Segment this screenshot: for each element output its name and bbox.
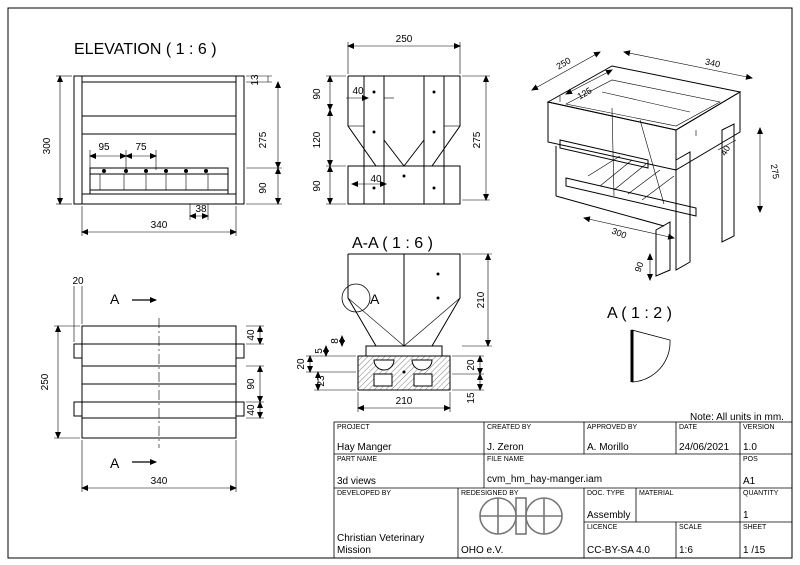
approved-label: APPROVED BY bbox=[587, 424, 638, 431]
dim-sec-15: 15 bbox=[466, 392, 477, 404]
version-value: 1.0 bbox=[743, 442, 757, 453]
filename-value: cvm_hm_hay-manger.iam bbox=[487, 474, 603, 485]
detail-marker: A bbox=[370, 291, 380, 307]
dim-elev-height: 300 bbox=[42, 137, 53, 154]
section-marker-bottom: A bbox=[110, 455, 120, 471]
dim-elev-right: 275 bbox=[258, 131, 269, 148]
dim-elev-top: 13 bbox=[250, 74, 261, 86]
elevation-view bbox=[73, 75, 245, 205]
dim-side-40-low: 40 bbox=[370, 174, 382, 185]
project-label: PROJECT bbox=[337, 424, 370, 431]
detail-title: A ( 1 : 2 ) bbox=[607, 305, 672, 322]
dim-plan-250: 250 bbox=[40, 373, 51, 390]
dim-sec-210-bottom: 210 bbox=[396, 396, 413, 407]
isometric-dimension-text: 250 340 125 40 275 300 90 bbox=[554, 55, 781, 273]
dim-elev-95: 95 bbox=[98, 142, 110, 153]
dim-elev-bottom: 90 bbox=[258, 182, 269, 194]
quantity-value: 1 bbox=[743, 510, 749, 521]
dim-iso-300: 300 bbox=[610, 226, 628, 241]
dim-side-275: 275 bbox=[472, 131, 483, 148]
licence-label: LICENCE bbox=[587, 524, 618, 531]
dim-plan-20: 20 bbox=[72, 276, 84, 287]
partname-label: PART NAME bbox=[337, 456, 378, 463]
dim-sec-8: 8 bbox=[330, 338, 341, 344]
scale-label: SCALE bbox=[679, 524, 702, 531]
section-dimensions bbox=[306, 253, 492, 412]
detail-view bbox=[630, 329, 671, 383]
developed-value: Christian Veterinary Mission bbox=[337, 533, 425, 556]
dim-iso-340: 340 bbox=[704, 57, 721, 70]
material-label: MATERIAL bbox=[639, 490, 674, 497]
redesign-logo bbox=[479, 497, 563, 535]
dim-iso-275: 275 bbox=[769, 163, 781, 180]
dim-plan-90: 90 bbox=[246, 378, 257, 390]
doctype-label: DOC. TYPE bbox=[587, 490, 625, 497]
pos-label: POS bbox=[743, 456, 758, 463]
sheet-value: 1 /15 bbox=[743, 545, 766, 556]
project-value: Hay Manger bbox=[337, 442, 392, 453]
dim-elev-75: 75 bbox=[135, 142, 147, 153]
dim-iso-40: 40 bbox=[719, 144, 733, 158]
isometric-view bbox=[546, 65, 742, 277]
plan-dimensions bbox=[54, 286, 264, 492]
isometric-dimensions bbox=[531, 50, 763, 281]
side-dimension-text: 250 40 90 120 90 40 275 bbox=[312, 34, 483, 192]
dim-sec-210-right: 210 bbox=[476, 291, 487, 308]
side-view bbox=[347, 75, 461, 205]
pos-value: A1 bbox=[743, 476, 756, 487]
dim-side-width: 250 bbox=[396, 34, 413, 45]
date-label: DATE bbox=[679, 424, 698, 431]
plan-view bbox=[73, 318, 245, 448]
section-view bbox=[341, 253, 461, 391]
sheet-label: SHEET bbox=[743, 524, 767, 531]
dim-side-40-top: 40 bbox=[352, 86, 364, 97]
dim-plan-40b: 40 bbox=[246, 404, 257, 416]
redesigned-label: REDESIGNED BY bbox=[461, 490, 519, 497]
dim-elev-width: 340 bbox=[151, 220, 168, 231]
date-value: 24/06/2021 bbox=[679, 442, 730, 453]
created-value: J. Zeron bbox=[487, 442, 524, 453]
created-label: CREATED BY bbox=[487, 424, 532, 431]
filename-label: FILE NAME bbox=[487, 456, 524, 463]
version-label: VERSION bbox=[743, 424, 775, 431]
elevation-dimension-text: ELEVATION ( 1 : 6 ) 300 340 13 275 90 95… bbox=[42, 41, 269, 231]
quantity-label: QUANTITY bbox=[743, 490, 779, 497]
licence-value: CC-BY-SA 4.0 bbox=[587, 545, 650, 556]
dim-elev-38: 38 bbox=[195, 204, 207, 215]
section-marker-top: A bbox=[110, 291, 120, 307]
units-note: Note: All units in mm. bbox=[690, 412, 784, 423]
title-block bbox=[333, 421, 793, 559]
doctype-value: Assembly bbox=[587, 510, 631, 521]
sheet-border bbox=[7, 7, 793, 559]
dim-plan-40a: 40 bbox=[246, 329, 257, 341]
dim-plan-340: 340 bbox=[151, 476, 168, 487]
dim-sec-5: 5 bbox=[314, 348, 325, 354]
elevation-dimensions bbox=[56, 75, 282, 236]
dim-sec-23: 23 bbox=[316, 375, 327, 387]
section-title: A-A ( 1 : 6 ) bbox=[352, 235, 433, 252]
dim-sec-20-left: 20 bbox=[296, 358, 307, 370]
scale-value: 1:6 bbox=[679, 545, 693, 556]
side-dimensions bbox=[326, 42, 490, 205]
developed-label: DEVELOPED BY bbox=[337, 490, 392, 497]
dim-side-120: 120 bbox=[312, 131, 323, 148]
dim-iso-90: 90 bbox=[633, 261, 646, 274]
dim-side-90-low: 90 bbox=[312, 180, 323, 192]
section-dimension-text: A-A ( 1 : 6 ) A 210 8 5 20 23 20 15 210 bbox=[296, 235, 487, 407]
redesigned-value: OHO e.V. bbox=[461, 545, 504, 556]
dim-sec-20-right: 20 bbox=[466, 359, 477, 371]
partname-value: 3d views bbox=[337, 476, 376, 487]
dim-side-90: 90 bbox=[312, 88, 323, 100]
plan-dimension-text: 20 250 40 90 40 340 A A bbox=[40, 276, 257, 487]
elevation-title: ELEVATION ( 1 : 6 ) bbox=[74, 41, 217, 58]
approved-value: A. Morillo bbox=[587, 442, 629, 453]
